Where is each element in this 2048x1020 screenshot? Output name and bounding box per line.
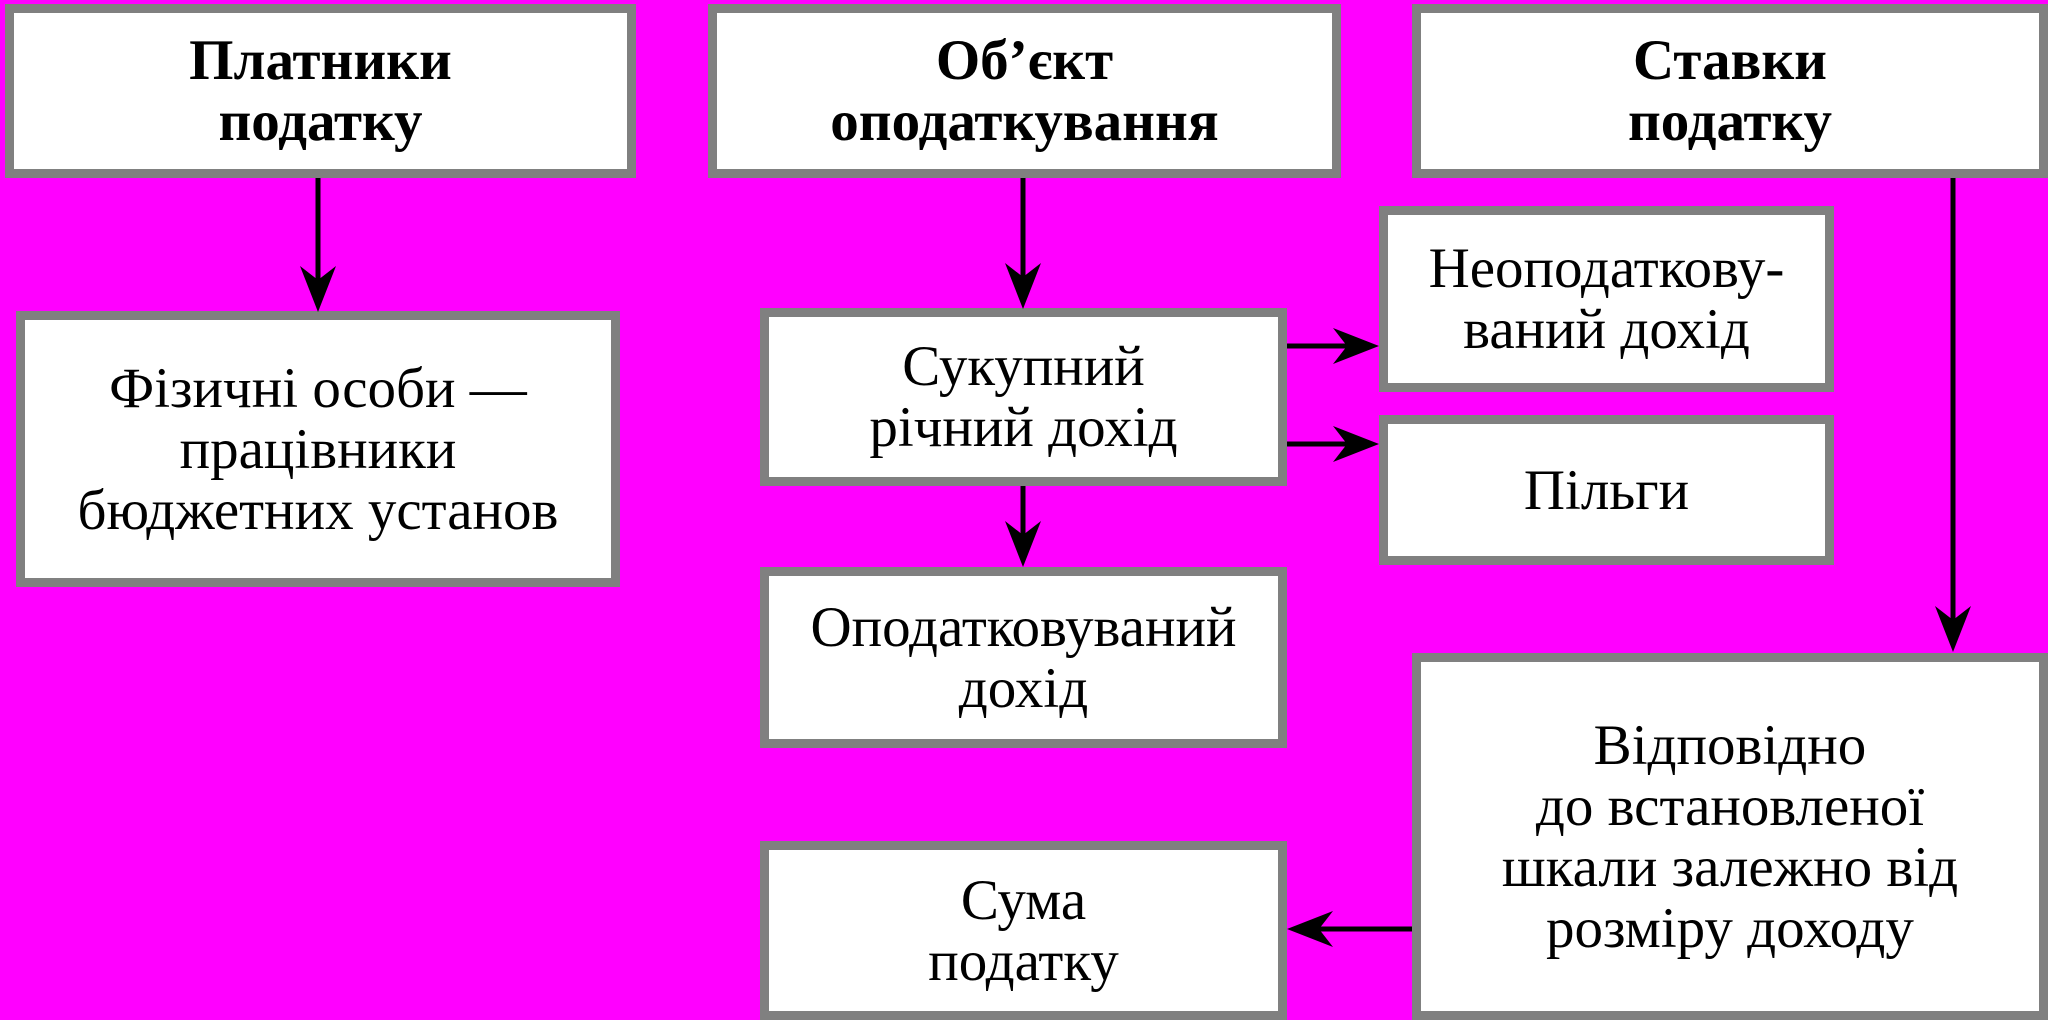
payers-header: Платники податку bbox=[5, 4, 636, 178]
arrowhead bbox=[1005, 521, 1041, 567]
object-header: Об’єкт оподаткування bbox=[708, 4, 1341, 178]
individuals-box: Фізичні особи — працівники бюджетних уст… bbox=[16, 311, 620, 587]
tax-amount-box: Сума податку bbox=[760, 841, 1287, 1020]
arrowhead bbox=[1333, 426, 1379, 462]
taxable-income-box: Оподатковуваний дохід bbox=[760, 567, 1287, 748]
scale-box: Відповідно до встановленої шкали залежно… bbox=[1412, 653, 2048, 1020]
arrowhead bbox=[1935, 606, 1971, 652]
arrowhead bbox=[1333, 328, 1379, 364]
non-taxable-income-box: Неоподаткову- ваний дохід bbox=[1379, 206, 1834, 392]
benefits-box: Пільги bbox=[1379, 415, 1834, 565]
arrowhead bbox=[1287, 911, 1333, 947]
arrowhead bbox=[300, 266, 336, 312]
rates-header: Ставки податку bbox=[1412, 4, 2048, 178]
arrowhead bbox=[1005, 263, 1041, 309]
total-income-box: Сукупний річний дохід bbox=[760, 308, 1287, 486]
